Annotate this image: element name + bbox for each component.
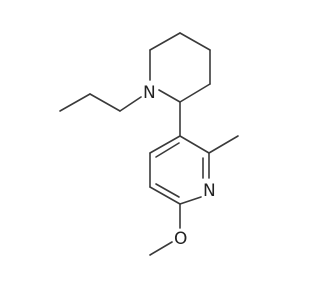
bond-propyl-c1-c2	[89, 93, 121, 112]
bond-pip-c4-c5	[179, 32, 211, 51]
bond-methyl	[208, 135, 239, 154]
bond-py-n1-c6	[179, 196, 202, 205]
bond-o-ch3	[149, 241, 173, 256]
bond-py-c4-c3-inner	[155, 142, 180, 158]
bond-pip-c5-c6	[149, 32, 181, 51]
bond-py-c4-c3	[149, 135, 181, 154]
atom-label-methoxy-o: O	[174, 229, 187, 249]
bond-n-propyl-c1	[119, 96, 142, 112]
molecule-structure: N N O	[59, 32, 239, 256]
atom-label-pyridine-n: N	[203, 181, 216, 201]
bond-pip-n-c2	[158, 89, 181, 103]
bond-py-c3-c2	[179, 135, 210, 154]
atom-label-piperidine-n: N	[143, 83, 156, 103]
bond-pip-c2-c3	[179, 83, 211, 103]
bond-py-c6-c5-inner	[155, 183, 180, 198]
bond-propyl-c2-c3	[59, 93, 91, 112]
bond-py-c6-c5	[149, 186, 181, 205]
